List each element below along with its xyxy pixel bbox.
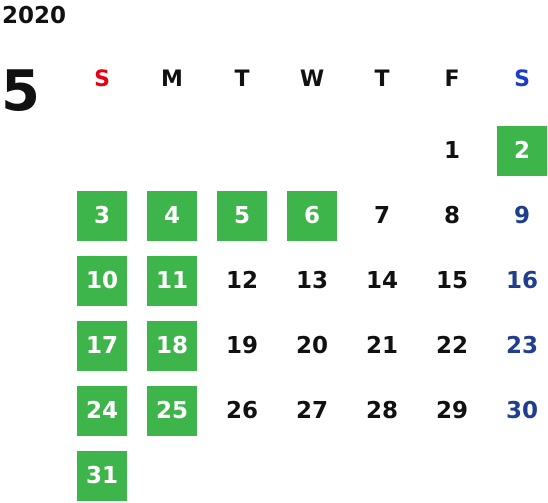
- calendar-day: 16: [505, 268, 538, 294]
- weekday-header-row: S M T W T F S: [77, 55, 547, 105]
- calendar-day-highlighted: 2: [497, 126, 547, 176]
- calendar-day-highlighted: 31: [77, 451, 127, 501]
- calendar-day: 14: [365, 268, 398, 294]
- calendar-day: 13: [295, 268, 328, 294]
- weekday-header-thursday: T: [374, 67, 390, 92]
- calendar-day: 7: [373, 203, 390, 229]
- calendar-day: 9: [513, 203, 530, 229]
- calendar-day: 20: [295, 333, 328, 359]
- calendar-day-highlighted: 24: [77, 386, 127, 436]
- weekday-header-saturday: S: [514, 67, 530, 92]
- calendar-year: 2020: [2, 3, 67, 29]
- calendar-day: 29: [435, 398, 468, 424]
- empty-day-cell: [217, 451, 267, 501]
- calendar-day-highlighted: 10: [77, 256, 127, 306]
- weekday-header-tuesday: T: [234, 67, 250, 92]
- calendar-day-highlighted: 18: [147, 321, 197, 371]
- empty-day-cell: [147, 126, 197, 176]
- calendar-day: 21: [365, 333, 398, 359]
- empty-day-cell: [497, 451, 547, 501]
- calendar-day-highlighted: 6: [287, 191, 337, 241]
- calendar-day: 22: [435, 333, 468, 359]
- calendar-day: 1: [443, 138, 460, 164]
- empty-day-cell: [357, 451, 407, 501]
- empty-day-cell: [217, 126, 267, 176]
- calendar-day: 27: [295, 398, 328, 424]
- weekday-header-monday: M: [161, 67, 183, 92]
- calendar-day-highlighted: 25: [147, 386, 197, 436]
- calendar-day: 23: [505, 333, 538, 359]
- calendar-day-highlighted: 5: [217, 191, 267, 241]
- empty-day-cell: [427, 451, 477, 501]
- empty-day-cell: [77, 126, 127, 176]
- calendar-day: 19: [225, 333, 258, 359]
- calendar-day: 8: [443, 203, 460, 229]
- weekday-header-friday: F: [444, 67, 460, 92]
- calendar-day-highlighted: 3: [77, 191, 127, 241]
- calendar-day: 28: [365, 398, 398, 424]
- calendar-day: 12: [225, 268, 258, 294]
- calendar-day-highlighted: 17: [77, 321, 127, 371]
- calendar-day-highlighted: 4: [147, 191, 197, 241]
- empty-day-cell: [357, 126, 407, 176]
- empty-day-cell: [287, 451, 337, 501]
- calendar-day-highlighted: 11: [147, 256, 197, 306]
- weekday-header-wednesday: W: [299, 67, 325, 92]
- empty-day-cell: [147, 451, 197, 501]
- empty-day-cell: [287, 126, 337, 176]
- calendar-month: 5: [1, 59, 40, 124]
- calendar-day: 15: [435, 268, 468, 294]
- calendar-day: 30: [505, 398, 538, 424]
- calendar-day: 26: [225, 398, 258, 424]
- weekday-header-sunday: S: [94, 67, 110, 92]
